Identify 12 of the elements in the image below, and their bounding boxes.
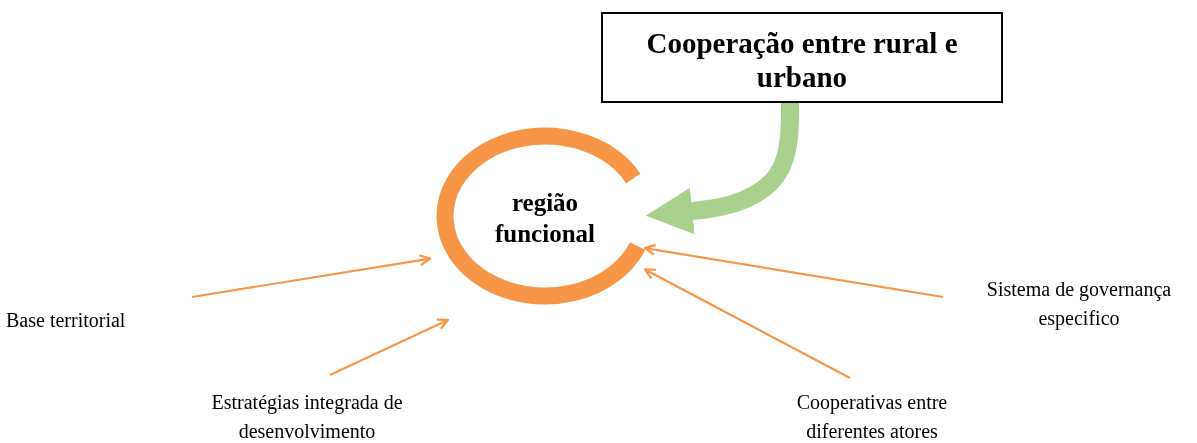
title-text: Cooperação entre rural e urbano — [645, 26, 959, 94]
factor-label: Sistema de governança especifico — [985, 277, 1173, 332]
arrow — [329, 318, 449, 376]
factor-label: Base territorial — [6, 308, 127, 333]
center-label: região funcional — [494, 188, 596, 249]
arrow — [643, 243, 944, 299]
arrow — [643, 268, 851, 379]
curved-arrow — [645, 101, 799, 235]
title-box — [601, 12, 1003, 103]
factor-label: Cooperativas entre diferentes atores — [795, 390, 949, 443]
arrow — [191, 254, 432, 299]
factor-label: Estratégias integrada de desenvolvimento — [210, 390, 404, 443]
